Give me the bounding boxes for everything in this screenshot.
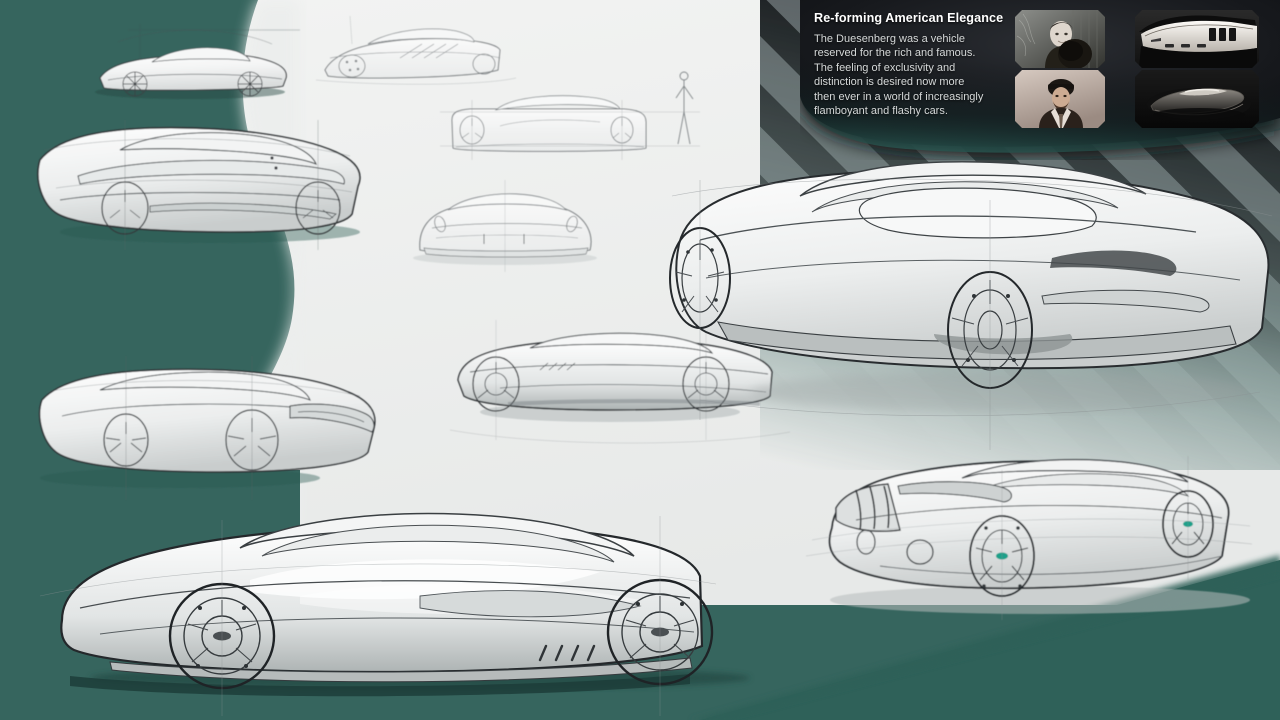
sketch-side-profile-small	[95, 24, 300, 99]
thumbnail-portrait-woman[interactable]	[1015, 10, 1105, 68]
sketch-front-three-quarter-mid	[38, 356, 376, 500]
thumbnail-yacht[interactable]	[1135, 10, 1259, 68]
sketch-rear-three-quarter-top	[315, 15, 517, 85]
sketch-rear-three-quarter-hero	[669, 161, 1273, 450]
sketch-rear-three-quarter-mid	[449, 320, 791, 444]
thumbnail-portrait-man[interactable]	[1015, 70, 1105, 128]
info-panel-title: Re-forming American Elegance	[814, 11, 1004, 25]
info-text-block: Re-forming American Elegance The Duesenb…	[814, 11, 1032, 119]
sketch-side-elevation-with-figure	[440, 71, 700, 160]
info-panel-body: The Duesenberg was a vehicle reserved fo…	[814, 32, 984, 118]
thumbnail-speedboat[interactable]	[1135, 70, 1259, 128]
sketch-front-elevation	[413, 180, 597, 272]
sketch-front-three-quarter-grille	[805, 456, 1253, 620]
sketch-side-profile-hero	[39, 512, 717, 716]
sketch-front-three-quarter-large	[37, 120, 361, 250]
human-scale-figure	[675, 71, 694, 145]
